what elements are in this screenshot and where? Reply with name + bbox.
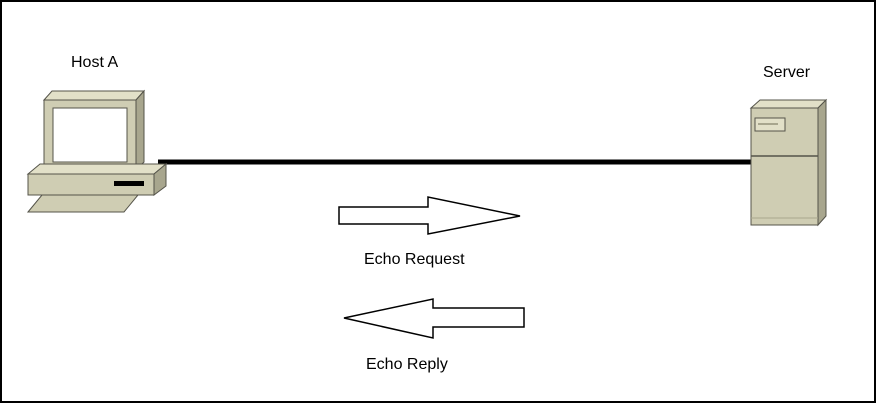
echo-request-label: Echo Request [364,251,465,268]
echo-reply-label: Echo Reply [366,356,448,373]
server-label: Server [763,64,811,81]
left-arrow-icon [343,298,525,339]
host-label: Host A [71,54,119,71]
tower-server-icon [749,98,828,227]
right-arrow-icon [338,196,521,235]
desktop-computer-icon [26,89,168,213]
